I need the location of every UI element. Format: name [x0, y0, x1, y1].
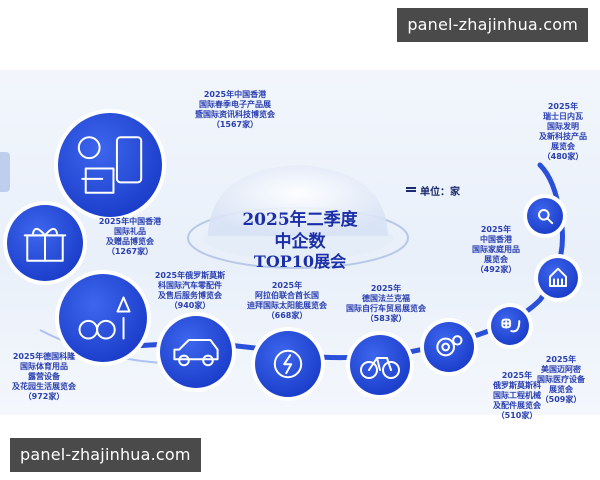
exhibition-label-line: 国际发明: [547, 122, 579, 131]
exhibition-label-line: 展览会: [484, 255, 508, 264]
bubble-6: [350, 335, 410, 395]
exhibition-label-line: 瑞士日内瓦: [543, 112, 583, 121]
exhibition-label-line: 及新科技产品: [539, 132, 587, 141]
chart-title-line-2: 中企数: [274, 232, 326, 252]
exhibition-label-line: （583家）: [365, 314, 407, 323]
invention-icon: [538, 209, 554, 225]
watermark-top: panel-zhajinhua.com: [397, 8, 588, 42]
bubble-4: [160, 316, 232, 388]
exhibition-label-line: （480家）: [542, 152, 584, 161]
exhibition-label-line: 展览会: [551, 142, 575, 151]
exhibition-label-3: 2025年德国科隆国际体育用品露营设备及花园生活展览会（972家）: [0, 352, 88, 402]
exhibition-label-line: 2025年: [547, 102, 579, 111]
exhibition-label-line: 2025年中国香港: [98, 217, 162, 226]
solar-icon: [273, 349, 303, 379]
exhibition-label-10: 2025年瑞士日内瓦国际发明及新科技产品展览会（480家）: [530, 102, 596, 162]
electronics-icon: [77, 136, 143, 194]
car-icon: [173, 339, 219, 367]
exhibition-label-line: 2025年俄罗斯莫斯: [154, 271, 226, 280]
chart-title-line-3: TOP10展会: [253, 252, 347, 271]
exhibition-label-9: 2025年中国香港国际家庭用品展览会（492家）: [462, 225, 530, 275]
exhibition-label-line: 2025年: [370, 284, 402, 293]
exhibition-label-line: （972家）: [23, 392, 65, 401]
side-tab: [0, 152, 10, 192]
exhibition-label-line: （509家）: [540, 395, 582, 404]
household-icon: [549, 267, 567, 287]
watermark-bottom: panel-zhajinhua.com: [10, 438, 201, 472]
swirl-path: [55, 162, 565, 361]
bubble-10: [527, 198, 563, 234]
exhibition-label-8: 2025年美国迈阿密国际医疗设备展览会（509家）: [528, 355, 594, 405]
exhibition-label-line: 国际自行车贸易展览会: [346, 304, 426, 313]
bubble-9: [538, 258, 578, 298]
unit-marker-icon: [406, 187, 416, 192]
exhibition-label-1: 2025年中国香港国际春季电子产品展暨国际资讯科技博览会（1567家）: [175, 90, 295, 130]
exhibition-label-line: 露营设备: [28, 372, 60, 381]
exhibition-label-line: 暨国际资讯科技博览会: [195, 110, 275, 119]
exhibition-label-line: 2025年: [545, 355, 577, 364]
exhibition-label-line: 2025年: [480, 225, 512, 234]
exhibition-label-line: 国际礼品: [114, 227, 146, 236]
exhibition-label-line: 阿拉伯联合酋长国: [255, 291, 319, 300]
bubble-1: [58, 113, 162, 217]
exhibition-label-line: （492家）: [475, 265, 517, 274]
exhibition-label-line: 及售后服务博览会: [158, 291, 222, 300]
exhibition-label-5: 2025年阿拉伯联合酋长国迪拜国际太阳能展览会（668家）: [233, 281, 341, 321]
medical-icon: [501, 318, 521, 333]
exhibition-label-line: 中国香港: [480, 235, 512, 244]
chart-svg: [0, 109, 582, 401]
exhibition-label-line: 国际工程机械: [493, 391, 541, 400]
exhibition-label-line: 美国迈阿密: [541, 365, 581, 374]
exhibition-label-line: （510家）: [496, 411, 538, 420]
exhibition-label-line: 科国际汽车零配件: [158, 281, 222, 290]
exhibition-label-7: 2025年俄罗斯莫斯科国际工程机械及配件展览会（510家）: [478, 371, 556, 421]
outdoor-icon: [78, 296, 131, 340]
exhibition-label-line: 及花园生活展览会: [12, 382, 76, 391]
exhibition-label-line: 及配件展览会: [493, 401, 541, 410]
exhibition-label-line: （940家）: [169, 301, 211, 310]
exhibition-label-6: 2025年德国法兰克福国际自行车贸易展览会（583家）: [330, 284, 442, 324]
exhibition-label-line: 国际体育用品: [20, 362, 68, 371]
exhibition-label-line: 德国法兰克福: [362, 294, 410, 303]
unit-label: 单位：家: [420, 187, 460, 198]
exhibition-label-line: （1267家）: [106, 247, 154, 256]
exhibition-label-line: （1567家）: [211, 120, 259, 129]
exhibition-label-line: 2025年德国科隆: [12, 352, 76, 361]
exhibition-label-line: 俄罗斯莫斯科: [493, 381, 541, 390]
chart-title-line-1: 2025年二季度: [242, 210, 358, 230]
exhibition-label-line: 2025年: [501, 371, 533, 380]
bubble-3: [59, 274, 147, 362]
infographic-panel: 2025年二季度 中企数 TOP10展会 单位：家 2025年中国香港国际春季电…: [0, 70, 600, 420]
exhibition-label-line: 国际春季电子产品展: [199, 100, 271, 109]
exhibition-label-line: 迪拜国际太阳能展览会: [247, 301, 327, 310]
exhibition-label-line: 展览会: [549, 385, 573, 394]
dome: [208, 165, 388, 236]
decor-layer: [0, 152, 565, 365]
exhibition-label-line: 国际医疗设备: [537, 375, 585, 384]
exhibition-label-line: 国际家庭用品: [472, 245, 520, 254]
bicycle-icon: [360, 357, 400, 379]
exhibition-label-line: 及赠品博览会: [106, 237, 154, 246]
exhibition-label-line: 2025年: [271, 281, 303, 290]
exhibition-label-2: 2025年中国香港国际礼品及赠品博览会（1267家）: [70, 217, 190, 257]
exhibition-label-line: 2025年中国香港: [203, 90, 267, 99]
exhibition-label-4: 2025年俄罗斯莫斯科国际汽车零配件及售后服务博览会（940家）: [140, 271, 240, 311]
exhibition-label-line: （668家）: [266, 311, 308, 320]
gift-icon: [23, 227, 67, 262]
machinery-icon: [436, 335, 463, 357]
